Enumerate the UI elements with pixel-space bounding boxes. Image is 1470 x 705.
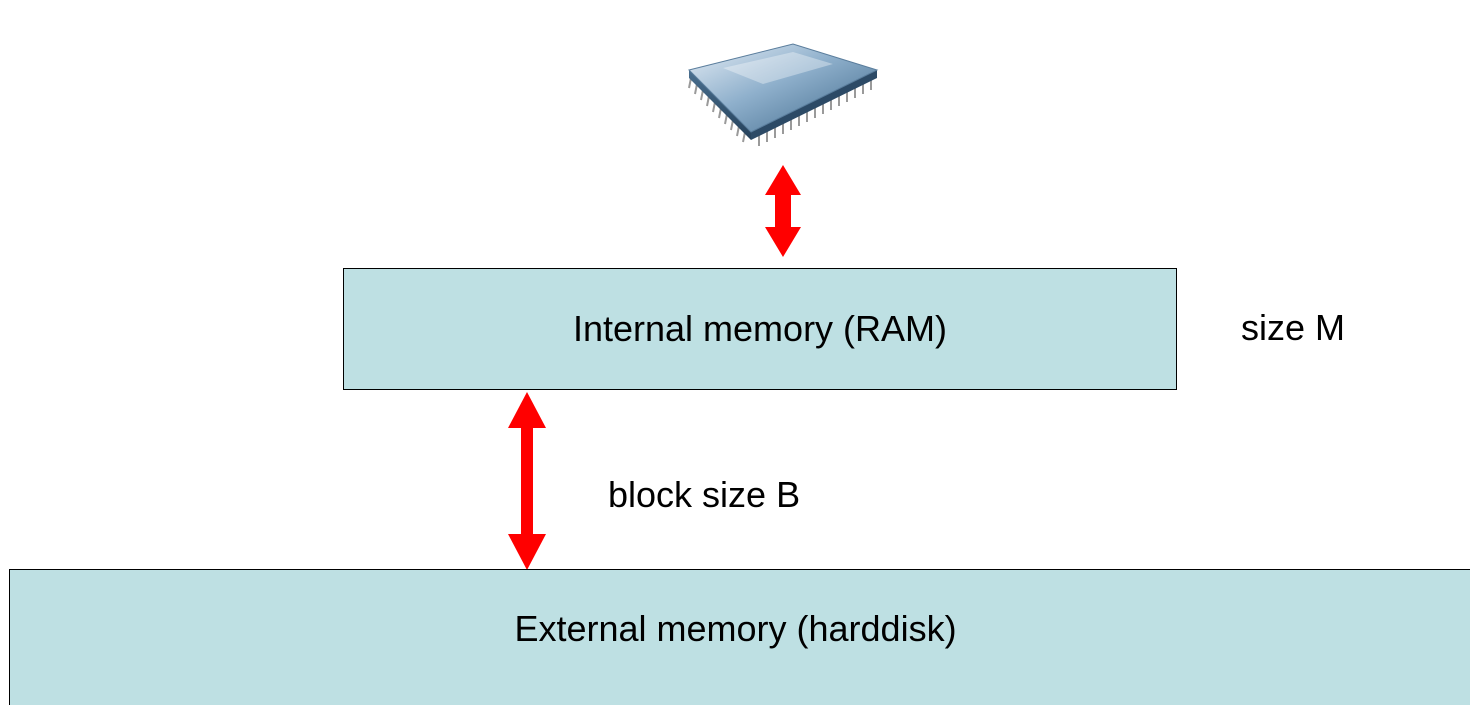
internal-memory-box: Internal memory (RAM) [343,268,1177,390]
external-memory-box: External memory (harddisk) [9,569,1470,705]
cpu-ram-arrow-icon [765,165,801,257]
cpu-chip-icon [688,43,879,146]
internal-memory-label: Internal memory (RAM) [572,308,948,349]
external-memory-label: External memory (harddisk) [514,608,957,649]
ram-size-label: size M [1241,307,1346,348]
ram-disk-arrow-icon [508,392,546,570]
block-size-label: block size B [608,474,801,515]
